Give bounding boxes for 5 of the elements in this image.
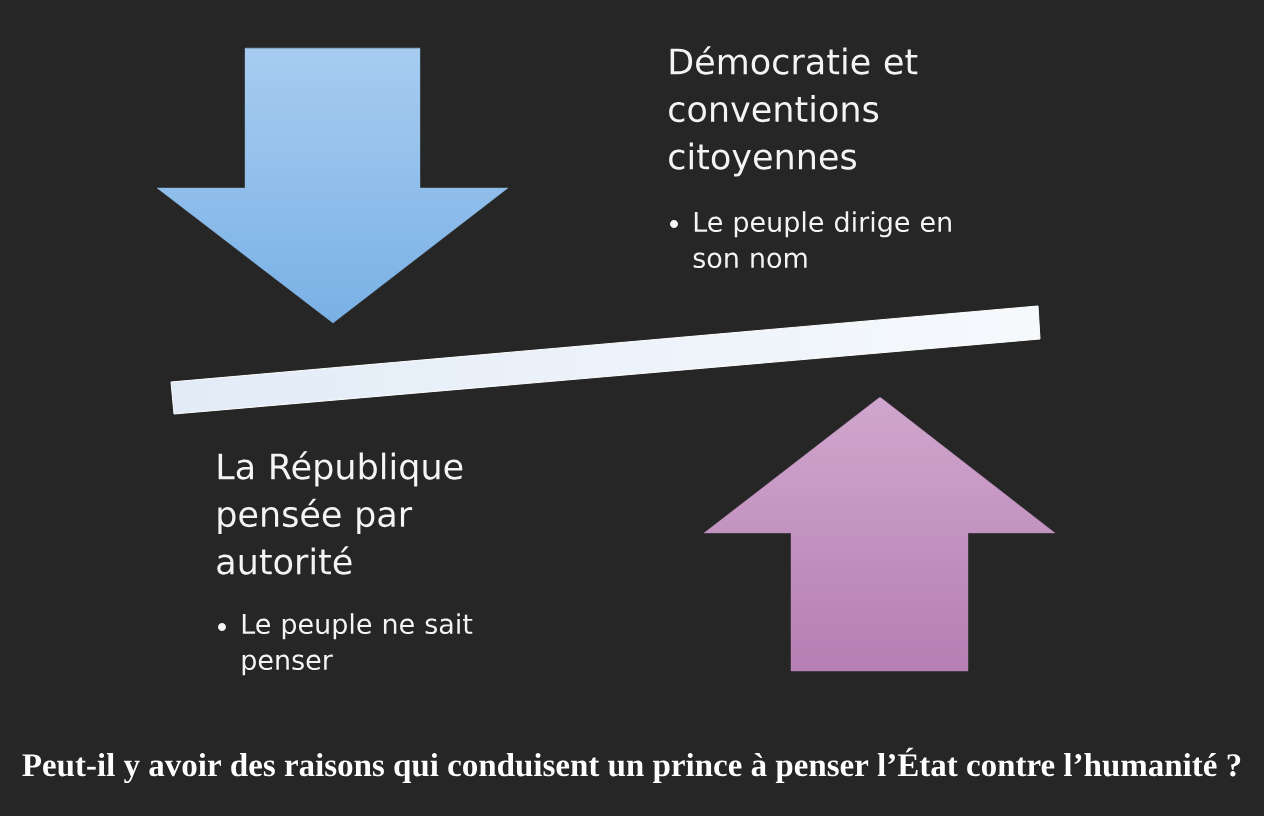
bullet-text: Le peuple ne sait penser — [242, 613, 473, 676]
bullet-text: Le peuple dirige en son nom — [693, 211, 951, 269]
heading: Démocratie et conventions citoyennes — [669, 46, 918, 177]
caption: Peut-il y avoir des raisons qui conduisent un prince à penser l’État contre l’humanité ? — [22, 747, 1241, 784]
heading: La République pensée par autorité — [217, 451, 463, 575]
